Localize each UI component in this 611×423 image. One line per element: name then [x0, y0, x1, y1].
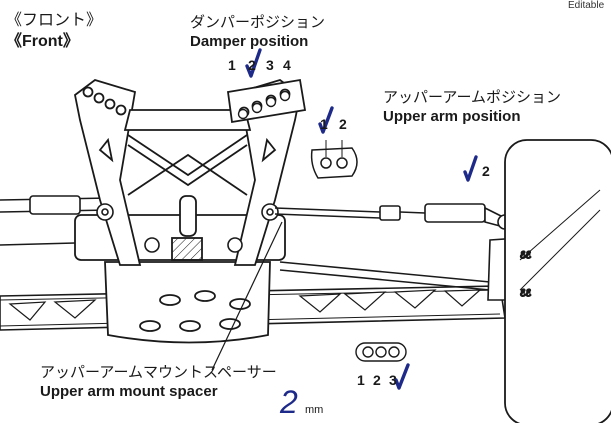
damper-hole-callout	[237, 90, 291, 120]
spacer-size-value: 2	[280, 384, 298, 420]
upper-arm-position-inset	[310, 140, 358, 179]
svg-text:ℰℰ: ℰℰ	[520, 250, 531, 260]
front-label-jp: 《フロント》	[6, 12, 103, 29]
damper-hole-1: 1	[228, 57, 236, 73]
spacer-inset	[355, 342, 407, 362]
damper-position-label-en: Damper position	[190, 33, 309, 50]
left-tie-rod	[0, 195, 111, 246]
upper-arm-hole-1: 1	[320, 116, 328, 132]
spacer-label-en: Upper arm mount spacer	[40, 383, 218, 400]
damper-hole-2: 2	[248, 57, 256, 73]
upper-arm-hole-2: 2	[339, 116, 347, 132]
spacer-label-jp: アッパーアームマウントスペーサー	[40, 364, 277, 381]
spacer-hole-1: 1	[357, 372, 365, 388]
upper-arm-position-label-en: Upper arm position	[383, 108, 521, 125]
spacer-size-unit: mm	[305, 404, 324, 416]
damper-mounts	[96, 203, 279, 253]
svg-text:ℰℰ: ℰℰ	[520, 288, 531, 298]
front-wheel: ℰℰ ℰℰ	[504, 139, 611, 423]
right-upper-arm	[274, 203, 513, 230]
spacer-hole-3: 3	[389, 372, 397, 388]
shock-tower	[74, 78, 307, 266]
spacer-leader-line	[211, 221, 283, 371]
damper-hole-3: 3	[266, 57, 274, 73]
spacer-hole-2: 2	[373, 372, 381, 388]
check-marks	[245, 48, 478, 390]
corner-label: Editable	[568, 0, 605, 11]
front-label-en: 《Front》	[6, 33, 79, 50]
damper-position-label-jp: ダンパーポジション	[190, 14, 326, 31]
upper-arm-position-label-jp: アッパーアームポジション	[383, 89, 562, 106]
damper-hole-4: 4	[283, 57, 291, 73]
upper-arm-wheel-hole-2: 2	[482, 163, 490, 179]
